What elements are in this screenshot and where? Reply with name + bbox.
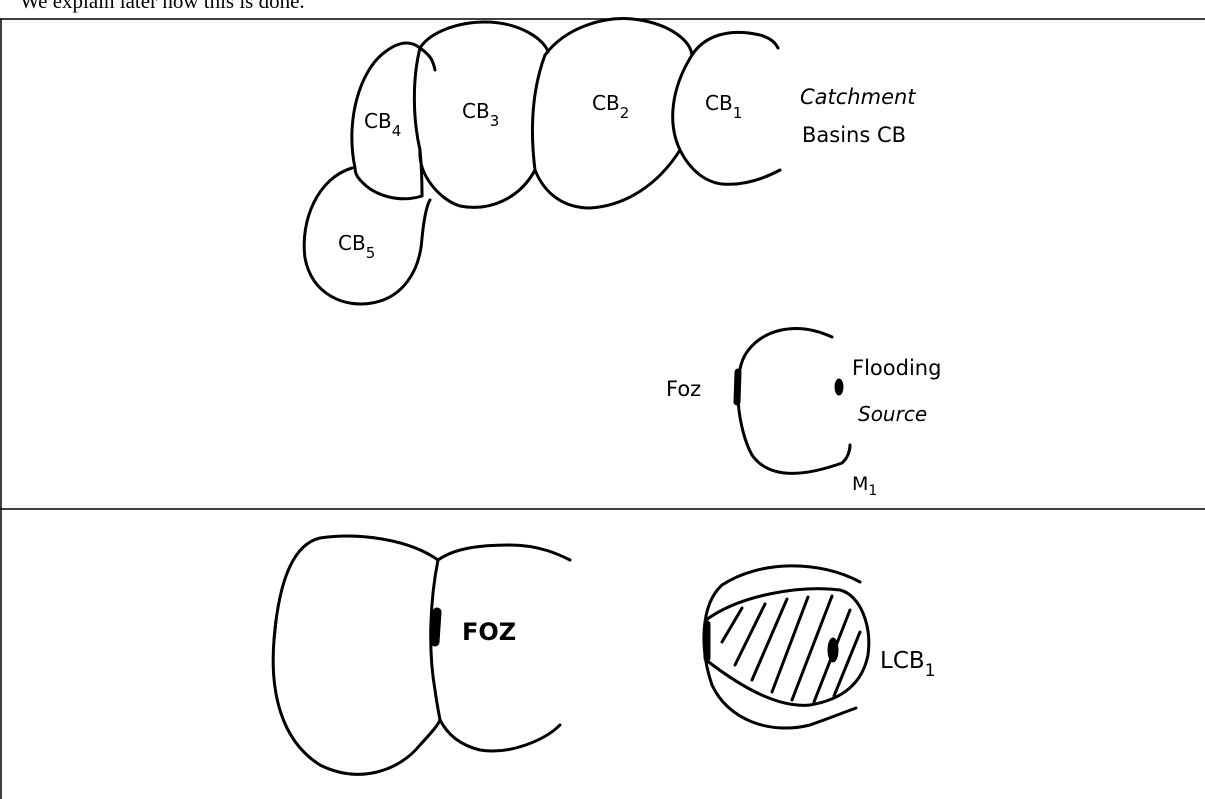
table-borders: [0, 18, 1205, 799]
foz-label-top: Foz: [666, 377, 701, 401]
lcb-inner-region: [704, 587, 871, 707]
foz-label-bottom: FOZ: [462, 618, 516, 646]
catchment-caption-line1: Catchment: [800, 85, 916, 109]
shared-boundary: [429, 558, 442, 722]
basin-cb2-cb1-divider: [671, 53, 694, 152]
flooding-caption-line1: Flooding: [852, 356, 941, 380]
basin-cb4-outline: [350, 41, 437, 201]
label-cb5: CB5: [338, 231, 375, 262]
flooding-caption-line2: Source: [858, 402, 927, 426]
basin-cb1-outline: [678, 30, 782, 186]
top-panel: [302, 17, 852, 475]
lcb-outer-outline: [702, 564, 862, 730]
label-cb2: CB2: [592, 91, 629, 122]
basin-cb3-outline: [418, 20, 550, 209]
basin-cb4-cb3-divider: [412, 46, 424, 198]
catchment-caption-line2: Basins CB: [802, 123, 906, 147]
right-basin-outline: [436, 543, 572, 753]
label-cb3: CB3: [462, 99, 499, 130]
bottom-panel: [271, 534, 871, 776]
top-panel-labels: CB4 CB3 CB2 CB1 CB5 Catchment Basins CB …: [338, 85, 941, 499]
basin-m1-outline: [736, 327, 852, 475]
caption-text: We explain later how this is done.: [20, 0, 305, 13]
label-m1: M1: [852, 473, 877, 499]
foz-thick-segment: [733, 368, 742, 406]
flooding-source-dot: [834, 378, 844, 396]
label-lcb1: LCB1: [880, 648, 935, 681]
foz-thick-segment-bottom: [430, 607, 442, 647]
label-cb1: CB1: [705, 91, 742, 122]
basin-cb5-outline: [302, 166, 432, 306]
bottom-panel-labels: FOZ LCB1: [462, 618, 935, 681]
basin-cb3-cb2-divider: [531, 53, 547, 172]
left-basin-tick: [272, 618, 278, 642]
left-basin-outline: [271, 534, 442, 776]
lcb-source-dot: [827, 637, 839, 663]
lcb-hatch-lines: [720, 594, 862, 704]
label-cb4: CB4: [364, 109, 401, 140]
basin-cb2-outline: [533, 17, 694, 210]
